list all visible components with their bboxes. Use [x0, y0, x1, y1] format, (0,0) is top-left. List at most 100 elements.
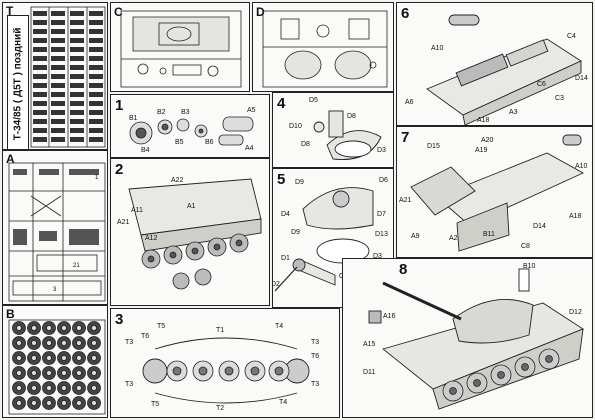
road-wheel: [172, 272, 190, 290]
part-label: D9: [291, 229, 300, 236]
track-link: [89, 11, 103, 16]
road-wheel-hub: [31, 340, 37, 346]
track-link: [51, 119, 65, 124]
track-link: [70, 101, 84, 106]
step-2-drawing: [128, 178, 262, 290]
sprue-t-letter: T: [6, 4, 14, 18]
road-wheel-hub: [497, 371, 505, 379]
part-label: B11: [483, 231, 495, 238]
part-label: D10: [289, 123, 302, 130]
part-label: A18: [477, 117, 490, 124]
road-wheel-hub: [76, 385, 82, 391]
step-4-number: 4: [277, 95, 286, 112]
part-label: A16: [383, 313, 396, 320]
part-label: D8: [347, 113, 356, 120]
track-link: [89, 101, 103, 106]
track-link: [51, 29, 65, 34]
part-label: A15: [363, 341, 376, 348]
part-label: A21: [399, 197, 412, 204]
track-link: [89, 83, 103, 88]
track-link: [89, 119, 103, 124]
track-link: [51, 101, 65, 106]
road-wheel-hub: [46, 400, 52, 406]
step-1-drawing: [129, 116, 254, 146]
part-label: D7: [377, 211, 386, 218]
part-label: A5: [247, 107, 256, 114]
kit-title-box: Т-34/85 ( Д5Т ) поздний: [7, 15, 29, 149]
step-1-number: 1: [115, 97, 124, 114]
part-label: B5: [175, 139, 184, 146]
track-link: [51, 20, 65, 25]
part-label: B4: [141, 147, 150, 154]
svg-text:1: 1: [95, 175, 99, 181]
part-label: A18: [569, 213, 582, 220]
road-wheel-hub: [91, 400, 97, 406]
part-label: D4: [281, 211, 290, 218]
sprue-t-drawing: [30, 6, 106, 148]
road-wheel-hub: [76, 325, 82, 331]
track-link: [70, 92, 84, 97]
sprue-b-panel: B: [2, 305, 108, 418]
road-wheel-hub: [473, 379, 481, 387]
track-link: [51, 92, 65, 97]
part-label: B1: [129, 115, 138, 122]
road-wheel-hub: [449, 387, 457, 395]
part-label: C3: [555, 95, 564, 102]
part-label: A20: [481, 137, 494, 144]
road-wheel-hub: [213, 243, 221, 251]
part-label: A10: [575, 163, 588, 170]
track-link: [89, 137, 103, 142]
part-label: D5: [309, 97, 318, 104]
part-label: D14: [533, 223, 546, 230]
step-6-number: 6: [401, 5, 410, 22]
sprue-b-drawing: [8, 319, 106, 415]
road-wheel-hub: [31, 400, 37, 406]
step-4-panel: 4 D5 D8 D10 D8 D3: [272, 92, 394, 168]
part-label: A12: [145, 235, 158, 242]
part-label: C6: [537, 81, 546, 88]
part-label: B10: [523, 263, 536, 270]
track-link: [51, 47, 65, 52]
road-wheel-hub: [91, 325, 97, 331]
part-label: B3: [181, 109, 190, 116]
step-8-panel: 8 B10 D12 A16 A15 D11: [342, 258, 593, 418]
road-wheel-hub: [46, 370, 52, 376]
part-label: A3: [509, 109, 518, 116]
part-label: A11: [131, 207, 143, 214]
part-label: D1: [281, 255, 290, 262]
track-link: [70, 20, 84, 25]
step-2-panel: 2 A22 A1 A11 A21 A12: [110, 158, 270, 306]
step-7-panel: 7 D15 A20 A19 A10 A21 A9 A2 B11 C8 D14 A…: [396, 126, 593, 258]
road-wheel-hub: [235, 239, 243, 247]
track-link: [33, 11, 47, 16]
road-wheel-hub: [61, 325, 67, 331]
road-wheel-hub: [61, 400, 67, 406]
road-wheel-hub: [198, 366, 208, 376]
step-8-number: 8: [399, 261, 408, 278]
part-label: D6: [379, 177, 388, 184]
road-wheel-hub: [31, 385, 37, 391]
step-5-number: 5: [277, 171, 286, 188]
part-label: T5: [157, 323, 166, 330]
track-link: [33, 65, 47, 70]
track-link: [33, 92, 47, 97]
track-link: [51, 56, 65, 61]
part-label: T6: [311, 353, 320, 360]
track-link: [33, 38, 47, 43]
part-label: A21: [117, 219, 130, 226]
step-1-panel: 1 B1 B2 B3 B4 B5 B6 A5 A4: [110, 94, 270, 158]
track-link: [70, 119, 84, 124]
part-label: T3: [125, 339, 134, 346]
sprue-d-drawing: [262, 10, 388, 88]
track-link: [33, 83, 47, 88]
sprue-a-letter: A: [6, 152, 15, 166]
track-link: [89, 65, 103, 70]
step-3-number: 3: [115, 311, 124, 328]
road-wheel-hub: [147, 255, 155, 263]
track-link: [70, 137, 84, 142]
part-label: A1: [187, 203, 196, 210]
track-link: [89, 20, 103, 25]
step-3-drawing: [142, 337, 310, 404]
